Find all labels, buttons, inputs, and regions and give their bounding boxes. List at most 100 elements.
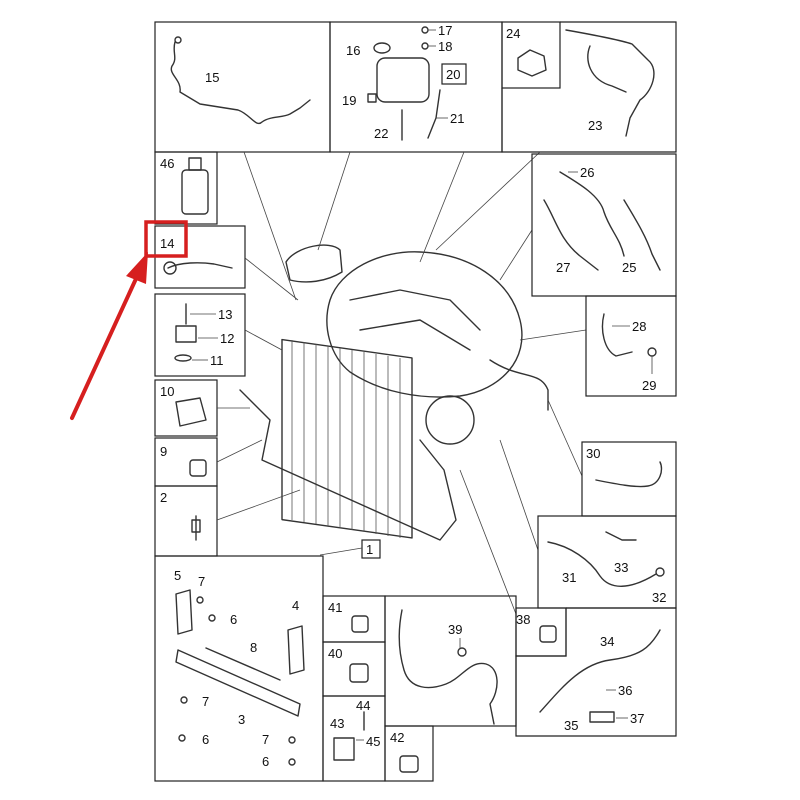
label-6a: 6: [230, 612, 237, 627]
label-33: 33: [614, 560, 628, 575]
label-20: 20: [446, 67, 460, 82]
label-31: 31: [562, 570, 576, 585]
leader-lines: [216, 151, 587, 615]
label-42: 42: [390, 730, 404, 745]
hose-25: [623, 199, 661, 271]
expansion-tank-20: [376, 57, 430, 103]
label-6b: 6: [202, 732, 209, 747]
hose-engine-right: [489, 359, 549, 411]
label-32: 32: [652, 590, 666, 605]
label-3: 3: [238, 712, 245, 727]
bracket-12: [175, 325, 197, 343]
radiator-fins: [291, 340, 401, 538]
panel-28-29: [585, 295, 677, 397]
panel-23: [501, 21, 677, 153]
tank-cap-16: [373, 42, 391, 54]
grommet-9: [189, 459, 207, 477]
sensor-41: [351, 615, 369, 633]
sensor-42: [399, 755, 419, 773]
label-43: 43: [330, 716, 344, 731]
label-39: 39: [448, 622, 462, 637]
panel-34-37: [515, 607, 677, 737]
tank-hose-21: [427, 89, 441, 139]
label-40: 40: [328, 646, 342, 661]
label-22: 22: [374, 126, 388, 141]
sensor-cable-15: [170, 41, 311, 125]
block-10: [175, 397, 207, 427]
highlight-arrow-shaft: [70, 268, 142, 420]
panel-24: [501, 21, 561, 89]
highlight-box: [144, 220, 188, 258]
panel-16-22: [329, 21, 503, 153]
label-24: 24: [506, 26, 520, 41]
panel-39: [384, 595, 517, 727]
label-4: 4: [292, 598, 299, 613]
label-44: 44: [356, 698, 370, 713]
support-bar-3: [175, 649, 301, 717]
bolt-6a: [208, 614, 216, 622]
label-frame-1: [361, 539, 381, 559]
pin-2-head: [191, 519, 201, 533]
label-12: 12: [220, 331, 234, 346]
label-7b: 7: [202, 694, 209, 709]
label-13: 13: [218, 307, 232, 322]
label-5: 5: [174, 568, 181, 583]
label-37: 37: [630, 711, 644, 726]
engine-pulley: [425, 395, 475, 445]
hose-23: [565, 29, 655, 137]
label-45: 45: [366, 734, 380, 749]
engine-detail-2: [359, 319, 471, 351]
expansion-tank-engine: [285, 244, 343, 283]
clip-19: [367, 93, 377, 103]
bolt-7b: [180, 696, 188, 704]
clamp-39: [457, 647, 467, 657]
label-18: 18: [438, 39, 452, 54]
nut-18: [421, 42, 429, 50]
hose-14: [167, 262, 233, 269]
hose-28: [601, 313, 633, 357]
label-16: 16: [346, 43, 360, 58]
label-19: 19: [342, 93, 356, 108]
highlight-arrow-head: [126, 252, 148, 284]
bolt-6c: [288, 758, 296, 766]
panel-11-13: [154, 293, 246, 377]
label-17: 17: [438, 23, 452, 38]
engine-detail-1: [349, 289, 481, 331]
washer-11: [174, 354, 192, 362]
fitting-33: [605, 531, 637, 541]
label-7c: 7: [262, 732, 269, 747]
label-41: 41: [328, 600, 342, 615]
label-26: 26: [580, 165, 594, 180]
engine-block: [326, 251, 523, 398]
label-27: 27: [556, 260, 570, 275]
hose-27: [543, 199, 599, 271]
panel-3-8: [154, 555, 324, 782]
label-46: 46: [160, 156, 174, 171]
label-35: 35: [564, 718, 578, 733]
bracket-5: [175, 589, 193, 635]
hose-30: [595, 461, 663, 488]
bolt-17: [421, 26, 429, 34]
label-38: 38: [516, 612, 530, 627]
hose-26: [559, 171, 625, 257]
hose-14-clamp: [163, 261, 177, 275]
label-1: 1: [366, 542, 373, 557]
hose-31: [547, 541, 657, 587]
label-21: 21: [450, 111, 464, 126]
bottle-cap-46: [188, 157, 202, 171]
label-10: 10: [160, 384, 174, 399]
label-6c: 6: [262, 754, 269, 769]
label-29: 29: [642, 378, 656, 393]
panel-25-27: [531, 153, 677, 297]
valve-43: [333, 737, 355, 761]
seal-strip-8: [205, 647, 281, 681]
bolt-7c: [288, 736, 296, 744]
label-28: 28: [632, 319, 646, 334]
label-frame-20: [441, 63, 467, 85]
label-34: 34: [600, 634, 614, 649]
hose-34: [539, 629, 661, 713]
label-7a: 7: [198, 574, 205, 589]
hose-23-branch: [587, 45, 627, 93]
label-2: 2: [160, 490, 167, 505]
clamp-29: [647, 347, 657, 357]
